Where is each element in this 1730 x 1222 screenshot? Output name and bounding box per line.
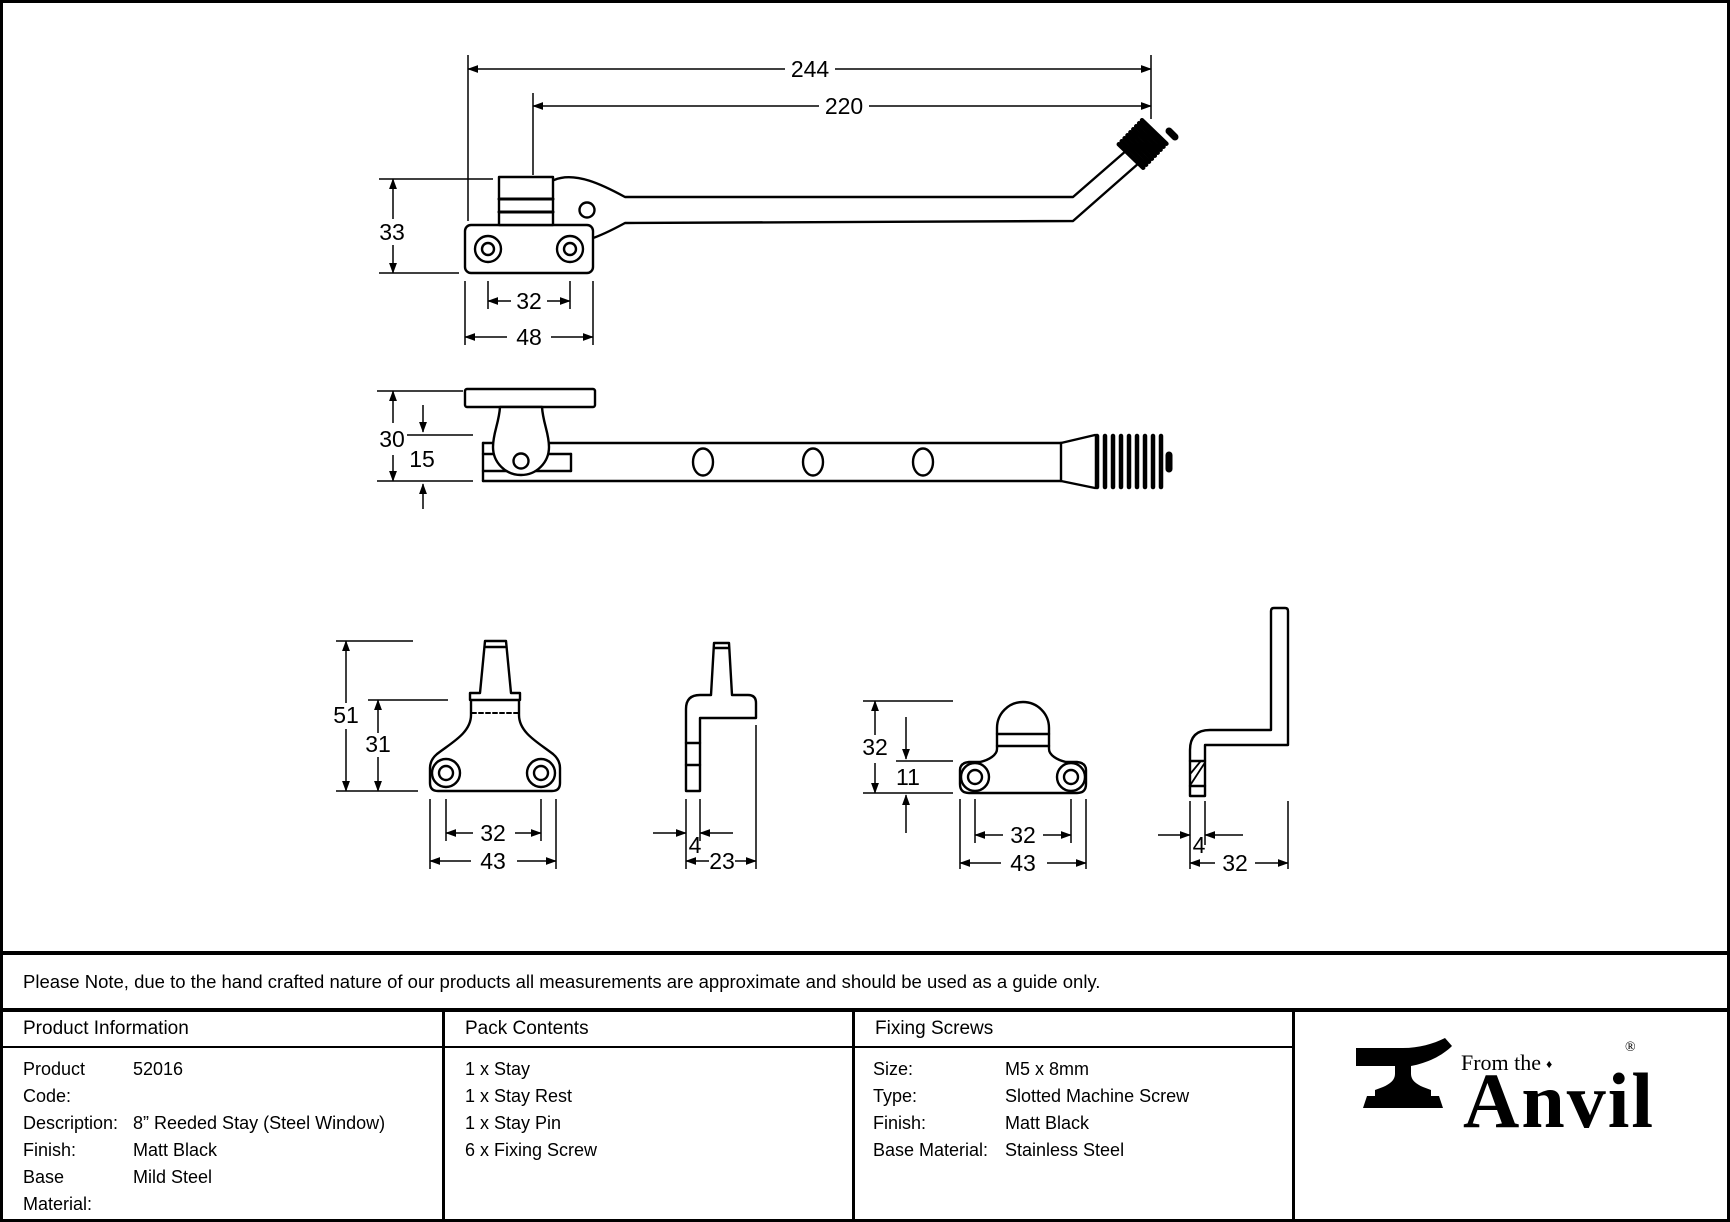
pack-contents-column: Pack Contents 1 x Stay 1 x Stay Rest 1 x… — [445, 1012, 855, 1219]
dim-side-bracket-height: 30 — [379, 426, 405, 452]
list-item: 1 x Stay Rest — [465, 1086, 573, 1106]
stay-rest-side-drawing — [1188, 606, 1290, 798]
product-information-column: Product Information Product Code: 52016 … — [3, 1012, 445, 1219]
dim-rest-depth: 32 — [1222, 850, 1248, 876]
stay-rest-front-drawing — [958, 700, 1088, 795]
row-value: 52016 — [133, 1059, 184, 1079]
table-row: Finish: Matt Black — [855, 1110, 1292, 1137]
dim-pin-overall-height: 51 — [333, 702, 359, 728]
product-info-table: Product Information Product Code: 52016 … — [3, 1008, 1727, 1219]
measurement-note-text: Please Note, due to the hand crafted nat… — [23, 970, 1101, 992]
row-label: Type: — [873, 1086, 918, 1106]
side-view-drawing — [463, 387, 1173, 490]
table-row: Description: 8” Reeded Stay (Steel Windo… — [3, 1110, 442, 1137]
diamond-icon: ♦ — [1546, 1057, 1553, 1071]
plan-view-dimensions — [379, 55, 1152, 345]
row-label: Finish: — [23, 1140, 77, 1160]
stay-pin-front-drawing — [428, 639, 562, 793]
table-row: Base Material: Stainless Steel — [855, 1137, 1292, 1164]
anvil-icon — [1356, 1038, 1452, 1108]
dim-pin-thickness: 4 — [689, 832, 702, 858]
row-value: Stainless Steel — [1005, 1140, 1125, 1160]
row-value: Slotted Machine Screw — [1005, 1086, 1190, 1106]
row-value: M5 x 8mm — [1005, 1059, 1090, 1079]
dim-rest-hole-spacing: 32 — [1010, 822, 1036, 848]
dim-pin-base-width: 43 — [480, 848, 506, 874]
row-label: Finish: — [873, 1113, 927, 1133]
registered-mark: ® — [1625, 1040, 1636, 1055]
stay-pin-side-drawing — [684, 641, 758, 793]
fixing-screws-column: Fixing Screws Size: M5 x 8mm Type: Slott… — [855, 1012, 1295, 1219]
side-view-dimensions — [377, 390, 473, 509]
table-row: Size: M5 x 8mm — [855, 1056, 1292, 1083]
list-item: 1 x Stay — [465, 1059, 531, 1079]
pack-contents-header: Pack Contents — [445, 1012, 852, 1048]
dim-plan-arm-length: 220 — [825, 93, 863, 119]
row-value: Matt Black — [133, 1140, 218, 1160]
logo-anvil-word: Anvil — [1463, 1057, 1656, 1144]
dim-plan-height: 33 — [379, 219, 405, 245]
row-value: Matt Black — [1005, 1113, 1090, 1133]
fixing-screws-header: Fixing Screws — [855, 1012, 1292, 1048]
row-label: Base Material: — [23, 1167, 93, 1214]
row-label: Size: — [873, 1059, 914, 1079]
dim-side-offset: 15 — [409, 446, 435, 472]
brand-logo-cell: From the ♦ ® Anvil — [1295, 1012, 1727, 1219]
measurement-note-row: Please Note, due to the hand crafted nat… — [3, 951, 1727, 1008]
row-value: 8” Reeded Stay (Steel Window) — [133, 1113, 386, 1133]
row-value: Mild Steel — [133, 1167, 213, 1187]
dim-rest-thickness: 4 — [1193, 832, 1206, 858]
table-row: Finish: Matt Black — [3, 1137, 442, 1164]
logo-from-the: From the ♦ — [1461, 1050, 1552, 1076]
table-row: Base Material: Mild Steel — [3, 1164, 442, 1218]
list-item: 6 x Fixing Screw — [465, 1140, 598, 1160]
table-row: Type: Slotted Machine Screw — [855, 1083, 1292, 1110]
dim-plan-hole-spacing: 32 — [516, 288, 542, 314]
dim-rest-base-height: 11 — [896, 764, 920, 790]
dim-rest-overall-height: 32 — [862, 734, 888, 760]
stay-rest-dimensions — [863, 700, 1289, 869]
stay-pin-dimensions — [336, 640, 757, 869]
logo-from-the-text: From the — [1461, 1050, 1542, 1075]
dim-plan-overall-length: 244 — [791, 56, 830, 82]
dim-pin-body-height: 31 — [365, 731, 391, 757]
row-label: Description: — [23, 1113, 119, 1133]
row-label: Product Code: — [23, 1059, 86, 1106]
dim-plan-plate-width: 48 — [516, 324, 542, 350]
product-information-header: Product Information — [3, 1012, 442, 1048]
table-row: Product Code: 52016 — [3, 1056, 442, 1110]
list-item: 1 x Stay Pin — [465, 1113, 562, 1133]
dim-pin-hole-spacing: 32 — [480, 820, 506, 846]
dim-pin-depth: 23 — [709, 848, 735, 874]
dim-rest-base-width: 43 — [1010, 850, 1036, 876]
row-label: Base Material: — [873, 1140, 989, 1160]
technical-drawing: 244 220 33 32 48 — [333, 55, 1290, 876]
plan-view-drawing — [463, 118, 1179, 275]
